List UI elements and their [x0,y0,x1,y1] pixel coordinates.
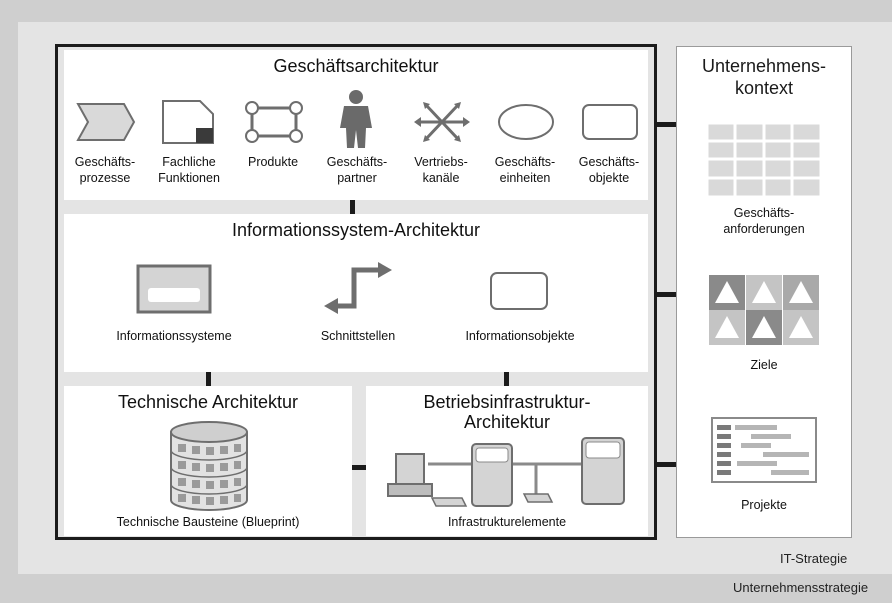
business-item-label: Vertriebs-kanäle [414,155,468,185]
product-frame-icon [245,101,303,143]
business-item-label: Produkte [247,155,299,169]
connector-line [657,292,676,297]
company-context-title: Unternehmens-kontext [701,56,827,98]
operations-infrastructure-panel: Betriebsinfrastruktur-Architektur [366,386,648,536]
business-item-label: Geschäfts-prozesse [74,155,136,185]
technical-architecture-panel: Technische Architektur Technische Bauste… [64,386,352,536]
connector-line [350,200,355,214]
connector-line [352,465,366,470]
information-systems-label: Informationssysteme [116,329,232,343]
servers-icon [387,437,625,507]
arrows-out-icon [414,102,470,142]
it-strategy-label: IT-Strategie [780,551,848,566]
business-item-label: Geschäfts-partner [326,155,388,185]
business-architecture-title: Geschäftsarchitektur [273,56,439,76]
interfaces-label: Schnittstellen [320,329,396,343]
ellipse-icon [498,104,554,140]
gantt-icon [711,417,817,483]
architecture-frame: Geschäftsarchitektur [55,44,657,540]
information-objects-label: Informationsobjekte [465,329,575,343]
connector-line [657,122,676,127]
infrastructure-elements-label: Infrastrukturelemente [447,515,567,529]
company-strategy-label: Unternehmensstrategie [733,580,869,595]
business-item-label: Geschäfts-objekte [578,155,640,185]
window-icon [136,264,212,314]
connector-line [657,462,676,467]
information-system-architecture-title: Informationssystem-Architektur [231,220,481,240]
interface-arrow-icon [324,262,392,314]
rounded-rect-icon [582,104,638,140]
technical-architecture-title: Technische Architektur [117,392,299,412]
grid-table-icon [705,121,823,199]
connector-line [504,372,509,386]
business-item-label: Geschäfts-einheiten [494,155,556,185]
operations-infrastructure-title: Betriebsinfrastruktur-Architektur [423,392,591,432]
information-system-architecture-panel: Informationssystem-Architektur Informati… [64,214,648,372]
company-context-panel: Unternehmens-kontext Geschäfts-anforderu… [676,46,852,538]
rounded-rect-icon [490,272,548,310]
business-requirements-label: Geschäfts-anforderungen [723,206,805,236]
business-architecture-panel: Geschäftsarchitektur [64,50,648,200]
technical-building-blocks-label: Technische Bausteine (Blueprint) [116,515,300,529]
triangles-icon [709,275,819,345]
connector-line [206,372,211,386]
process-arrow-icon [76,103,136,141]
goals-label: Ziele [750,358,778,372]
projects-label: Projekte [741,498,787,512]
person-icon [340,90,372,148]
database-cylinder-icon [170,421,248,511]
document-icon [162,100,214,144]
